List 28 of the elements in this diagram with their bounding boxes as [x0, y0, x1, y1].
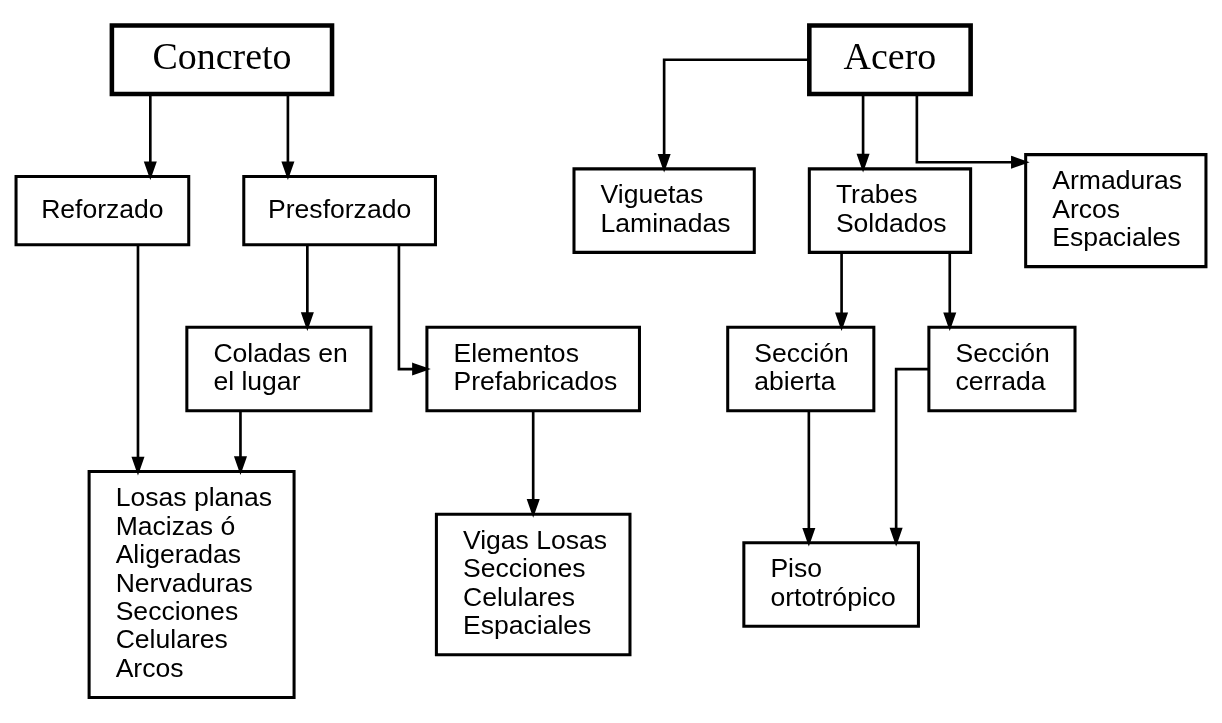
node-box: Concreto: [109, 23, 335, 97]
node-box: Piso ortotrópico: [742, 541, 920, 628]
node-box: Trabes Soldados: [807, 167, 973, 254]
arrow: [657, 58, 810, 173]
node-box: Sección abierta: [726, 325, 876, 413]
arrow: [943, 253, 957, 332]
node-box: Coladas en el lugar: [185, 325, 373, 413]
arrow: [397, 245, 431, 376]
node-box: Acero: [807, 23, 973, 97]
node-box: Reforzado: [14, 174, 191, 247]
node-box: Elementos Prefabricados: [425, 325, 641, 413]
arrow: [281, 94, 295, 181]
node-box: Vigas Losas Secciones Celulares Espaciales: [434, 512, 632, 657]
node-box: Viguetas Laminadas: [572, 167, 756, 254]
arrow: [526, 411, 540, 518]
node-box: Armaduras Arcos Espaciales: [1024, 153, 1208, 269]
arrow: [856, 94, 870, 173]
arrow: [915, 94, 1030, 169]
arrow: [802, 411, 816, 547]
arrow: [300, 245, 314, 331]
arrow: [835, 253, 849, 332]
arrow: [233, 411, 247, 475]
node-box: Losas planas Macizas ó Aligeradas Nervaduras Secciones Celulares Arcos: [87, 470, 296, 699]
arrow: [131, 245, 145, 476]
node-box: Sección cerrada: [927, 325, 1077, 413]
node-box: Presforzado: [242, 174, 437, 247]
arrow: [143, 94, 157, 181]
arrow: [889, 367, 929, 547]
